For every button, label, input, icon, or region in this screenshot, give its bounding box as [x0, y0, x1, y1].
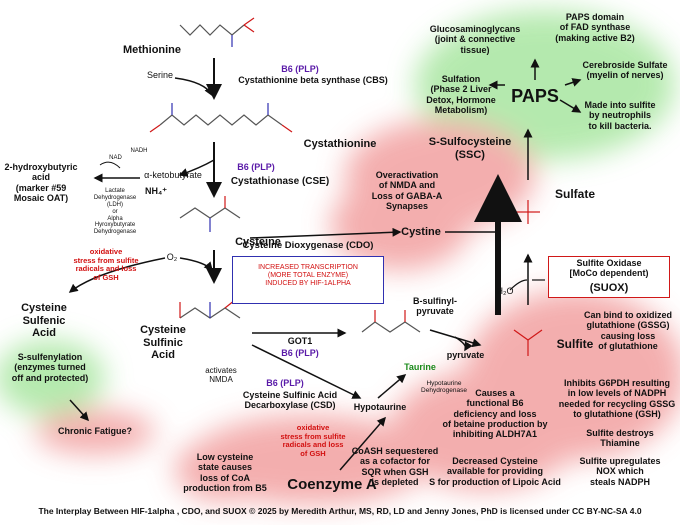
red-blob-nmda: [330, 180, 470, 270]
oxidative-stress-2: oxidative stress from sulfite radicals a…: [280, 423, 346, 458]
hypotaurine-dehydrogenase-label: Hypotaurine Dehydrogenase: [421, 380, 467, 395]
low-cysteine-label: Low cysteine state causes loss of CoA pr…: [183, 452, 267, 494]
b-sulfinyl-pyruvate-label: B-sulfinyl- pyruvate: [413, 296, 457, 317]
arrow-pyruvate-branch: [454, 336, 473, 352]
pathway-arrows: [68, 58, 582, 471]
cysteine-sulfinic-label: Cysteine Sulfinic Acid: [140, 324, 186, 362]
nad-label: NAD: [109, 155, 122, 161]
arrow-cse-ketobutyrate: [178, 159, 215, 177]
chronic-fatigue-label: Chronic Fatigue?: [58, 426, 132, 436]
arrow-hypotaurine-taurine: [377, 374, 407, 399]
h2o-label: H₂O: [496, 286, 514, 296]
csd-cofactor-label: B6 (PLP): [266, 378, 304, 388]
cse-cofactor-label: B6 (PLP): [237, 162, 275, 172]
red-blob-fatigue: [35, 410, 155, 454]
s-sulfenylation-label: S-sulfenylation (enzymes turned off and …: [11, 352, 89, 383]
serine-label: Serine: [146, 70, 173, 80]
decreased-cysteine-label: Decreased Cysteine available for providi…: [429, 456, 561, 487]
red-blob-low-cysteine: [175, 438, 275, 502]
cdo-label: Cysteine Dioxygenase (CDO): [242, 240, 374, 251]
arrow-cysteine-cystine: [249, 227, 402, 239]
arrow-paps-right: [564, 78, 582, 87]
cysteine-structure: [179, 196, 241, 232]
sulfinic-structure: [179, 299, 241, 319]
neutrophils-label: Made into sulfite by neutrophils to kill…: [584, 100, 656, 131]
green-blob-paps: [415, 10, 675, 160]
hydroxybutyric-label: 2-hydroxybutyric acid (marker #59 Mosaic…: [4, 162, 78, 204]
cystine-label: Cystine: [401, 226, 441, 238]
cerebroside-label: Cerebroside Sulfate (myelin of nerves): [582, 60, 668, 81]
nadh-label: NADH: [130, 148, 148, 154]
cystathionine-label: Cystathionine: [303, 138, 377, 150]
b6-deficiency-label: Causes a functional B6 deficiency and lo…: [442, 388, 548, 440]
methionine-label: Methionine: [122, 44, 182, 56]
ldh-label: Lactate Dehydrogenase (LDH) or Alpha Hyr…: [93, 188, 137, 236]
pyruvate-label: pyruvate: [446, 350, 485, 360]
inhibits-g6pdh-label: Inhibits G6PDH resulting in low levels o…: [558, 378, 676, 420]
activates-nmda-label: activates NMDA: [205, 366, 237, 385]
cystathionine-structure: [149, 103, 293, 133]
csd-label: Cysteine Sulfinic Acid Decarboxylase (CS…: [242, 390, 338, 411]
suox-box: [548, 256, 670, 298]
oxidative-stress-1: oxidative stress from sulfite radicals a…: [73, 247, 139, 282]
sulfinyl-pyruvate-structure: [361, 310, 421, 333]
sulfite-structure: [513, 329, 543, 356]
got1-cofactor-label: B6 (PLP): [281, 348, 319, 358]
got1-label: GOT1: [287, 336, 313, 346]
coenzyme-a-label: Coenzyme A: [287, 476, 377, 493]
nox-label: Sulfite upregulates NOX which steals NAD…: [579, 456, 661, 487]
suox-short-label: (SUOX): [589, 282, 629, 294]
cbs-label: Cystathionine beta synthase (CBS): [238, 75, 388, 85]
green-blob-sulfenylation: [0, 340, 105, 416]
arrow-paps-downright: [559, 99, 582, 113]
oxidized-glutathione-label: Can bind to oxidized glutathione (GSSG) …: [584, 310, 672, 352]
arrow-nad: [99, 161, 121, 169]
red-blob-b6: [390, 370, 580, 490]
cbs-cofactor-label: B6 (PLP): [281, 64, 319, 74]
coash-label: CoASH sequestered as a cofactor for SQR …: [351, 446, 439, 488]
cdo-note: INCREASED TRANSCRIPTION (MORE TOTAL ENZY…: [258, 264, 358, 288]
nh4-label: NH₄⁺: [145, 186, 168, 196]
arrow-sulfenic-fatigue: [69, 399, 90, 422]
sulfite-label: Sulfite: [556, 337, 594, 351]
paps-label: PAPS: [511, 86, 559, 106]
paps-domain-label: PAPS domain of FAD synthase (making acti…: [555, 12, 635, 43]
hypotaurine-label: Hypotaurine: [353, 402, 407, 412]
overactivation-nmda-label: Overactivation of NMDA and Loss of GABA-…: [371, 170, 443, 212]
arrow-cysteine-sulfenic: [68, 257, 166, 293]
suox-label: Sulfite Oxidase [MoCo dependent): [569, 258, 649, 279]
glucosaminoglycans-label: Glucosaminoglycans (joint & connective t…: [429, 24, 521, 55]
footer-credit: The Interplay Between HIF-1alpha , CDO, …: [38, 506, 642, 516]
cse-label: Cystathionase (CSE): [230, 176, 330, 187]
destroys-thiamine-label: Sulfite destroys Thiamine: [586, 428, 654, 449]
sulfation-label: Sulfation (Phase 2 Liver Detox, Hormone …: [426, 74, 496, 116]
ketobutyrate-label: α-ketobutyrate: [144, 170, 202, 180]
cdo-box: [232, 256, 384, 304]
arrow-csd: [251, 344, 362, 399]
arrow-serine: [174, 77, 213, 97]
ssc-label: S-Sulfocysteine (SSC): [428, 136, 512, 161]
cysteine-sulfenic-label: Cysteine Sulfenic Acid: [21, 302, 67, 340]
arrow-h2o: [509, 279, 528, 291]
sulfate-label: Sulfate: [554, 187, 595, 201]
taurine-label: Taurine: [404, 362, 436, 372]
o2-label: O₂: [166, 252, 178, 262]
highlight-blobs: [0, 10, 680, 505]
methionine-structure: [179, 17, 255, 47]
arrow-coa-hypotaurine: [339, 416, 386, 471]
arrow-o2: [179, 257, 213, 272]
cysteine-label: Cysteine: [235, 236, 281, 248]
